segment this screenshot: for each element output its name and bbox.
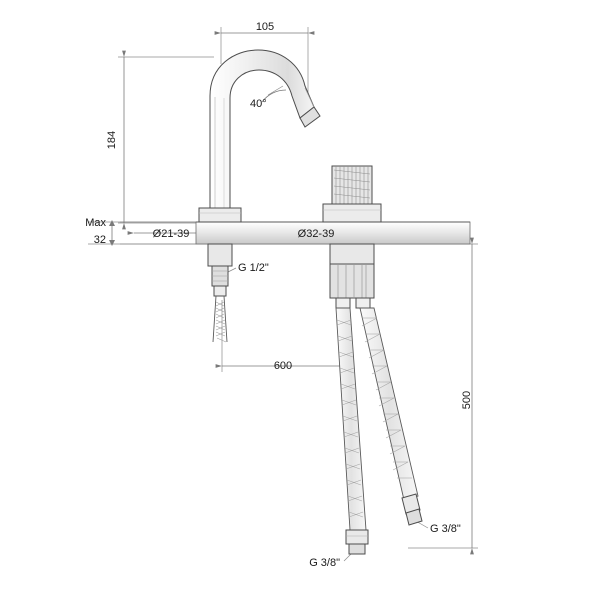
label-max: Max: [85, 217, 106, 229]
label-spout-angle: 40°: [250, 98, 267, 110]
dimension-lines: [109, 31, 474, 555]
supply-hose-right: [359, 307, 423, 526]
spout-outlet: [299, 87, 321, 128]
angle-arc-40: [261, 89, 287, 103]
label-thread-hose-left: G 3/8": [309, 557, 340, 569]
spout-shank: [207, 243, 233, 297]
label-hole-spout: Ø21-39: [153, 228, 190, 240]
label-hose-drop: 500: [461, 391, 473, 409]
spout-flex-hose: [212, 295, 228, 343]
handle-assembly: [322, 165, 382, 309]
extension-lines: [88, 27, 478, 562]
label-spout-reach: 105: [256, 21, 274, 33]
label-thread-hose-right: G 3/8": [430, 523, 461, 535]
label-height: 184: [106, 131, 118, 149]
label-thread-spout: G 1/2": [238, 262, 269, 274]
label-hose-length: 600: [274, 360, 292, 372]
supply-hose-left: [335, 307, 369, 555]
spout-base-collar: [198, 207, 242, 223]
label-hole-handle: Ø32-39: [298, 228, 335, 240]
spout-body: [209, 49, 315, 213]
label-max-value: 32: [94, 234, 106, 246]
